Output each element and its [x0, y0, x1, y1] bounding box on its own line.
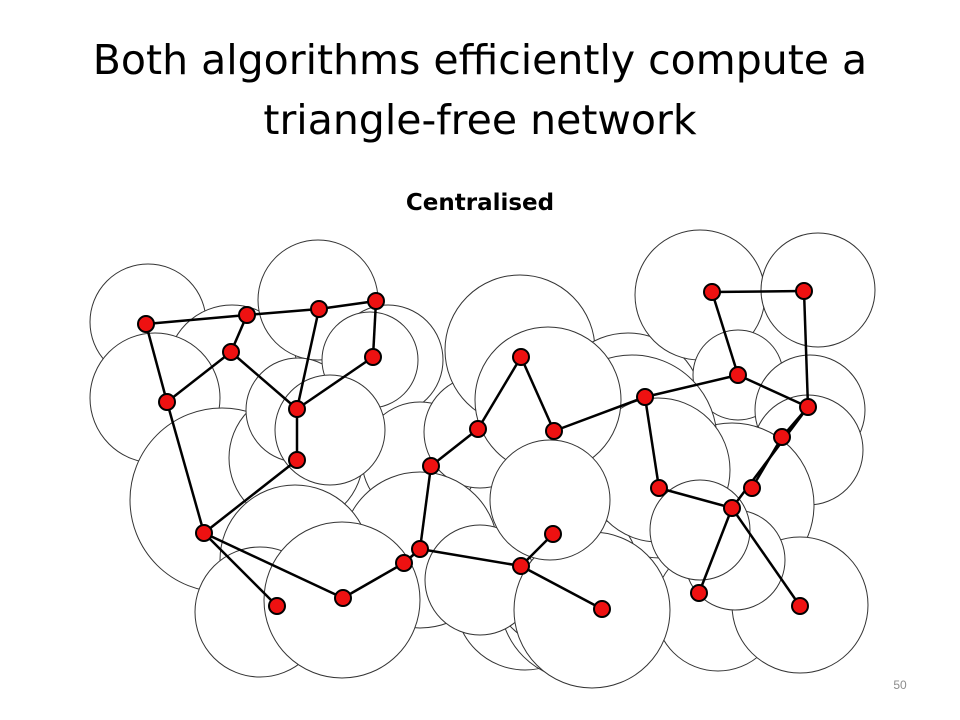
coverage-circles	[89, 229, 876, 689]
network-edge	[166, 351, 232, 403]
network-node	[195, 524, 213, 542]
network-edge	[203, 532, 278, 607]
network-edge	[419, 547, 522, 568]
network-edge	[418, 465, 433, 550]
network-edge	[144, 323, 169, 403]
network-node	[723, 499, 741, 517]
network-edge	[430, 428, 479, 467]
network-edge	[342, 561, 405, 600]
network-edge	[644, 373, 739, 399]
network-edge	[145, 313, 248, 326]
network-edge	[697, 507, 734, 594]
network-edge	[165, 401, 206, 534]
network-node	[288, 451, 306, 469]
network-node	[137, 315, 155, 333]
network-node	[367, 292, 385, 310]
network-edge	[658, 486, 733, 510]
network-edge	[295, 308, 321, 410]
coverage-circle	[649, 479, 751, 581]
network-node	[222, 343, 240, 361]
coverage-circle	[274, 374, 386, 486]
page-number: 50	[893, 678, 907, 692]
network-node	[729, 366, 747, 384]
network-edge	[730, 507, 802, 607]
network-node	[469, 420, 487, 438]
network-node	[268, 597, 286, 615]
network-node	[512, 557, 530, 575]
network-node	[288, 400, 306, 418]
network-edge	[553, 395, 646, 433]
network-node	[743, 479, 761, 497]
network-node	[411, 540, 429, 558]
network-edge	[371, 300, 378, 358]
network-edge	[737, 373, 809, 409]
network-node	[158, 393, 176, 411]
network-node	[791, 597, 809, 615]
network-node	[636, 388, 654, 406]
network-node	[334, 589, 352, 607]
network-node	[690, 584, 708, 602]
network-node	[238, 306, 256, 324]
network-node	[703, 283, 721, 301]
network-edge	[203, 459, 298, 534]
network-edge	[711, 289, 805, 294]
network-node	[364, 348, 382, 366]
network-node	[773, 428, 791, 446]
network-edge	[203, 531, 344, 600]
diagram-subtitle: Centralised	[405, 190, 555, 216]
network-edge	[230, 351, 298, 410]
network-node	[512, 348, 530, 366]
network-node	[799, 398, 817, 416]
network-edge	[520, 564, 603, 611]
network-node	[545, 422, 563, 440]
network-edge	[519, 356, 556, 432]
network-node	[593, 600, 611, 618]
network-edge	[318, 299, 377, 311]
network-edge	[246, 307, 320, 317]
network-edge	[710, 291, 740, 376]
network-node	[544, 525, 562, 543]
network-nodes	[137, 282, 817, 618]
coverage-circle	[489, 439, 611, 561]
slide-title: Both algorithms efficiently compute a tr…	[92, 36, 868, 144]
network-node	[395, 554, 413, 572]
network-node	[310, 300, 328, 318]
network-edge	[296, 355, 374, 411]
network-node	[422, 457, 440, 475]
network-edge	[476, 356, 523, 430]
network-edge	[802, 290, 810, 408]
network-node	[650, 479, 668, 497]
coverage-circle	[760, 232, 876, 348]
network-node	[795, 282, 813, 300]
network-edge	[643, 396, 661, 489]
